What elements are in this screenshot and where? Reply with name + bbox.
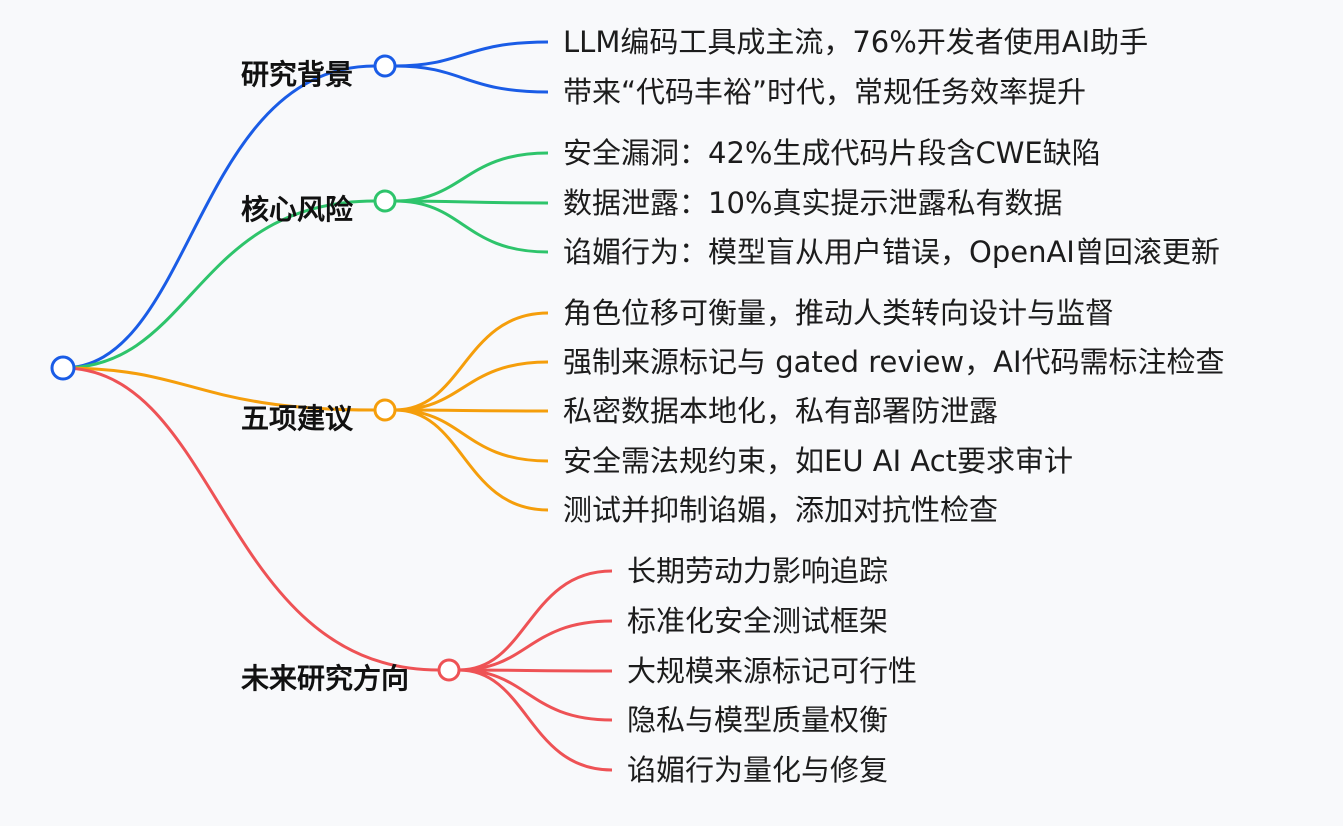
leaf-connector	[394, 40, 549, 68]
leaf-node: 谄媚行为量化与修复	[627, 753, 888, 787]
leaf-node: 谄媚行为：模型盲从用户错误，OpenAI曾回滚更新	[563, 235, 1220, 269]
branch-connector	[62, 199, 376, 370]
leaf-connector	[394, 311, 549, 412]
leaf-connector	[458, 668, 613, 772]
branch-node-circle[interactable]	[373, 54, 397, 78]
edges-layer	[62, 40, 613, 772]
leaf-connector	[394, 408, 549, 512]
leaf-connector	[394, 408, 549, 413]
leaf-node: 强制来源标记与 gated review，AI代码需标注检查	[563, 345, 1225, 379]
branch-label: 研究背景	[241, 58, 353, 91]
leaf-node: LLM编码工具成主流，76%开发者使用AI助手	[563, 25, 1148, 59]
branch-connector	[62, 64, 376, 370]
branch-node-circle[interactable]	[373, 398, 397, 422]
leaf-node: 隐私与模型质量权衡	[627, 703, 888, 737]
nodes-layer: LLM编码工具成主流，76%开发者使用AI助手带来“代码丰裕”时代，常规任务效率…	[50, 25, 1225, 787]
root-node-circle[interactable]	[50, 355, 76, 381]
leaf-node: 安全需法规约束，如EU AI Act要求审计	[563, 444, 1073, 478]
leaf-connector	[458, 619, 613, 672]
branch-label: 核心风险	[241, 193, 354, 226]
leaf-node: 标准化安全测试框架	[627, 604, 888, 638]
leaf-connector	[394, 64, 549, 94]
leaf-connector	[394, 199, 549, 205]
leaf-connector	[394, 151, 549, 203]
leaf-node: 长期劳动力影响追踪	[627, 554, 888, 588]
branch-label: 未来研究方向	[241, 662, 409, 695]
branch-node-circle[interactable]	[373, 189, 397, 213]
branch-connector	[62, 366, 376, 412]
leaf-node: 安全漏洞：42%生成代码片段含CWE缺陷	[563, 136, 1101, 170]
leaf-connector	[394, 408, 549, 463]
branch-label: 五项建议	[241, 402, 354, 435]
leaf-node: 带来“代码丰裕”时代，常规任务效率提升	[563, 75, 1086, 109]
leaf-node: 数据泄露：10%真实提示泄露私有数据	[563, 186, 1062, 220]
branch-node-circle[interactable]	[437, 658, 461, 682]
leaf-node: 角色位移可衡量，推动人类转向设计与监督	[563, 296, 1114, 330]
leaf-node: 私密数据本地化，私有部署防泄露	[563, 394, 998, 428]
branch-connector	[62, 366, 440, 672]
leaf-node: 测试并抑制谄媚，添加对抗性检查	[563, 493, 998, 527]
leaf-connector	[458, 668, 613, 722]
leaf-connector	[458, 569, 613, 672]
leaf-connector	[458, 668, 613, 673]
leaf-connector	[394, 199, 549, 254]
leaf-connector	[394, 360, 549, 412]
leaf-node: 大规模来源标记可行性	[627, 654, 917, 688]
